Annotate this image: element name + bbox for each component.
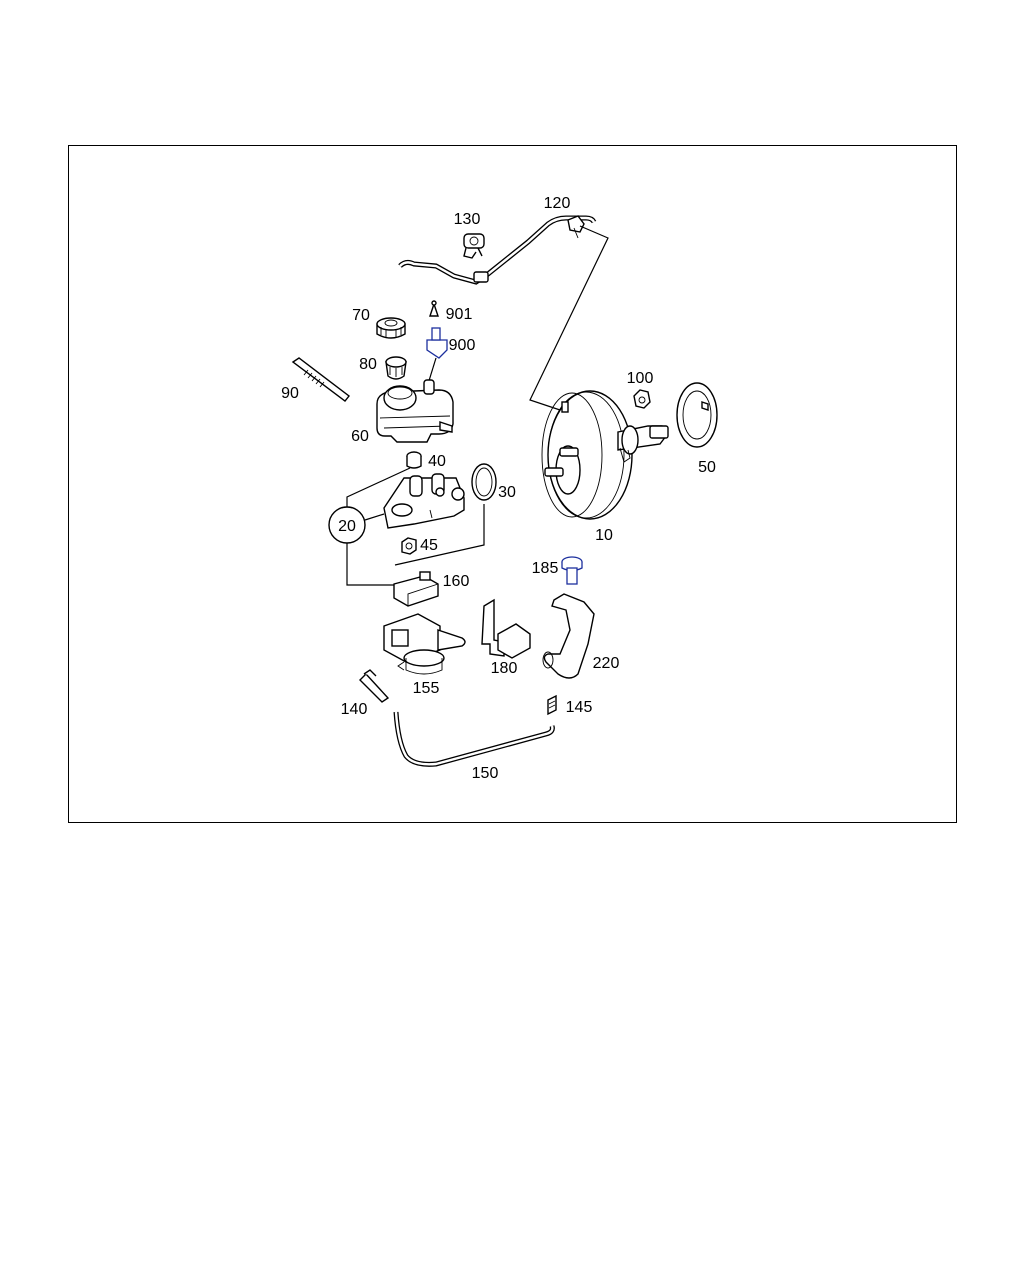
nut-100[interactable] (633, 389, 651, 409)
o-ring-30[interactable] (471, 463, 497, 501)
label-80: 80 (359, 356, 377, 373)
label-185: 185 (532, 560, 559, 577)
grommet-40[interactable] (406, 451, 422, 469)
label-60: 60 (351, 428, 369, 445)
strainer-80[interactable] (385, 356, 407, 380)
valve-155[interactable] (383, 613, 466, 675)
diagram-frame (68, 145, 957, 823)
bulb-901[interactable] (429, 300, 439, 317)
bolt-185[interactable] (561, 556, 583, 585)
hose-150[interactable] (393, 711, 555, 767)
seal-50[interactable] (676, 382, 718, 448)
fitting-140[interactable] (359, 669, 390, 703)
label-100: 100 (627, 370, 654, 387)
label-901: 901 (446, 306, 473, 323)
label-145: 145 (566, 699, 593, 716)
bracket-180[interactable] (481, 598, 531, 659)
label-180: 180 (491, 660, 518, 677)
label-70: 70 (352, 307, 370, 324)
label-20: 20 (338, 518, 356, 535)
label-220: 220 (593, 655, 620, 672)
reservoir-60[interactable] (376, 379, 454, 443)
brake-line-120[interactable] (398, 215, 597, 285)
label-10: 10 (595, 527, 613, 544)
rod-90[interactable] (291, 357, 350, 402)
sensor-160[interactable] (393, 571, 439, 607)
label-40: 40 (428, 453, 446, 470)
label-45: 45 (420, 537, 438, 554)
label-140: 140 (341, 701, 368, 718)
nut-45[interactable] (401, 537, 417, 555)
label-90: 90 (281, 385, 299, 402)
label-50: 50 (698, 459, 716, 476)
fitting-145[interactable] (547, 694, 557, 716)
label-130: 130 (454, 211, 481, 228)
label-30: 30 (498, 484, 516, 501)
sensor-900[interactable] (426, 327, 448, 359)
leader-120 (529, 225, 609, 413)
cap-70[interactable] (376, 317, 406, 339)
clip-130[interactable] (463, 233, 485, 259)
label-160: 160 (443, 573, 470, 590)
label-150: 150 (472, 765, 499, 782)
brake-booster-10[interactable] (541, 390, 669, 520)
label-120: 120 (544, 195, 571, 212)
master-cylinder-20[interactable] (383, 473, 465, 529)
label-900: 900 (449, 337, 476, 354)
bracket-220[interactable] (542, 593, 595, 679)
callout-20 (328, 467, 485, 586)
label-155: 155 (413, 680, 440, 697)
